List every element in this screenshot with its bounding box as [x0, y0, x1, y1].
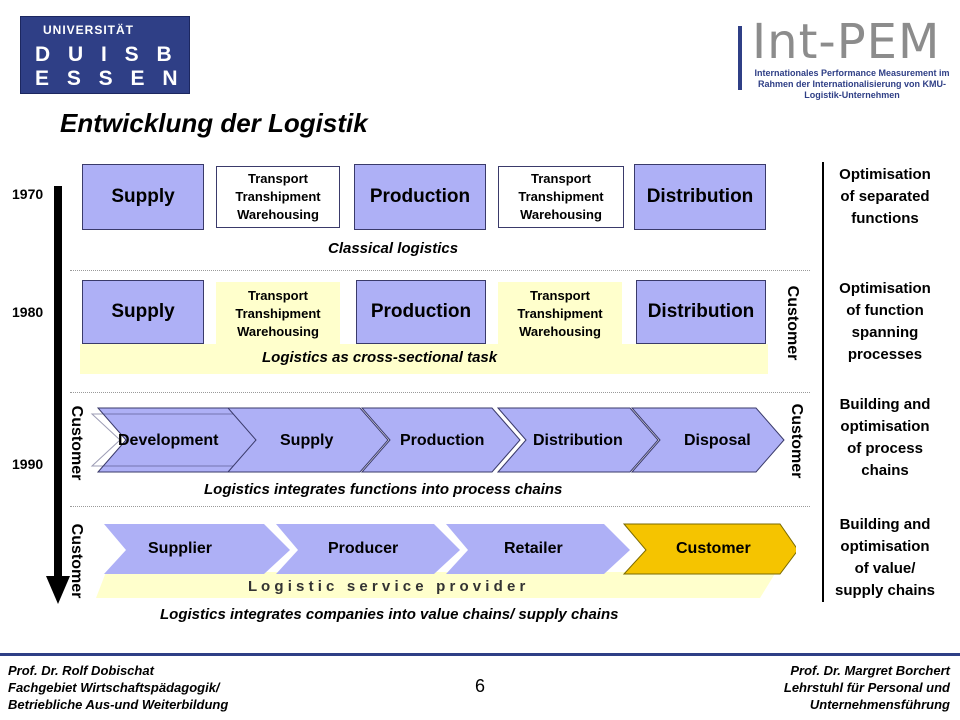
row1-caption: Classical logistics [328, 240, 459, 257]
row2-supply-box: Supply [82, 280, 204, 344]
row2-caption: Logistics as cross-sectional task [262, 349, 498, 366]
row2-t2-line1: Transport [530, 288, 590, 303]
chain-label-customer: Customer [676, 540, 751, 557]
row2-distribution-box: Distribution [636, 280, 766, 344]
footer-left-line3: Betriebliche Aus-und Weiterbildung [8, 697, 229, 712]
right-4-line3: of value/ [854, 560, 916, 577]
chevron-retailer [446, 524, 630, 574]
footer-right: Prof. Dr. Margret Borchert Lehrstuhl für… [784, 662, 950, 713]
right-4-line4: supply chains [834, 582, 936, 599]
chevron-supplier [104, 524, 290, 574]
row-divider-2 [70, 392, 810, 393]
row1-supply-box: Supply [82, 164, 204, 230]
footer-right-line1: Prof. Dr. Margret Borchert [790, 663, 950, 678]
year-1990: 1990 [12, 456, 44, 472]
row2-transport-box-2: Transport Transhipment Warehousing [498, 282, 622, 346]
row1-transport-box-1: Transport Transhipment Warehousing [216, 166, 340, 228]
row2-t1-line2: Transhipment [235, 306, 321, 321]
right-text-1: Optimisation of separated functions [818, 164, 952, 230]
chevron-customer [622, 523, 796, 575]
intpem-logo-subtitle: Internationales Performance Measurement … [754, 68, 950, 100]
right-2-line4: processes [847, 346, 923, 363]
chain-label-retailer: Retailer [504, 540, 563, 557]
right-4-line2: optimisation [840, 538, 930, 555]
university-logo-top: UNIVERSITÄT [43, 23, 135, 37]
footer-right-line3: Unternehmensführung [809, 697, 950, 712]
row-divider-3 [70, 506, 810, 507]
right-3-line1: Building and [839, 396, 931, 413]
right-1-line3: functions [851, 210, 919, 227]
row2-t2-line2: Transhipment [517, 306, 603, 321]
right-divider-line [822, 162, 824, 602]
row1-t2-line3: Warehousing [520, 207, 602, 222]
footer-right-line2: Lehrstuhl für Personal und [783, 680, 950, 695]
footer-left: Prof. Dr. Rolf Dobischat Fachgebiet Wirt… [8, 662, 228, 713]
row2-transport-box-1: Transport Transhipment Warehousing [216, 282, 340, 346]
row4-customer-left: Customer [68, 523, 85, 599]
right-3-line4: chains [861, 462, 909, 479]
row2-customer-right: Customer [784, 285, 801, 361]
footer-divider [0, 653, 960, 656]
right-1-line1: Optimisation [839, 166, 931, 183]
row3-process-chain [90, 407, 785, 473]
chevron-producer [276, 524, 460, 574]
row4-value-chain [96, 523, 796, 598]
row3-customer-left: Customer [68, 405, 85, 481]
row3-caption: Logistics integrates functions into proc… [204, 481, 563, 498]
footer-left-line1: Prof. Dr. Rolf Dobischat [8, 663, 154, 678]
chain-label-producer: Producer [328, 540, 399, 557]
chevron-supply [226, 407, 389, 473]
right-text-4: Building and optimisation of value/ supp… [818, 514, 952, 602]
chevron-distribution [496, 407, 659, 473]
row2-t2-line3: Warehousing [519, 324, 601, 339]
right-2-line3: spanning [851, 324, 919, 341]
chain-label-disposal: Disposal [684, 432, 751, 449]
footer-left-line2: Fachgebiet Wirtschaftspädagogik/ [8, 680, 220, 695]
right-3-line2: optimisation [840, 418, 930, 435]
row1-t2-line2: Transhipment [518, 189, 604, 204]
right-1-line2: of separated [840, 188, 930, 205]
chain-label-development: Development [118, 432, 219, 449]
row4-caption: Logistics integrates companies into valu… [160, 606, 619, 623]
chain-label-production: Production [400, 432, 485, 449]
row1-t1-line3: Warehousing [237, 207, 319, 222]
page-number: 6 [474, 676, 485, 696]
row3-customer-right: Customer [788, 403, 805, 479]
university-logo-essen: E S S E N [35, 67, 184, 90]
chevron-disposal [630, 407, 785, 473]
right-3-line3: of process [847, 440, 923, 457]
timeline-arrow [46, 186, 70, 604]
row1-distribution-box: Distribution [634, 164, 766, 230]
row2-production-box: Production [356, 280, 486, 344]
right-text-3: Building and optimisation of process cha… [818, 394, 952, 482]
row1-t1-line1: Transport [248, 171, 308, 186]
right-2-line2: of function [846, 302, 924, 319]
year-1970: 1970 [12, 186, 44, 202]
year-1980: 1980 [12, 304, 44, 320]
row-divider-1 [70, 270, 810, 271]
provider-band [96, 572, 776, 598]
chain-label-supply: Supply [280, 432, 334, 449]
right-text-2: Optimisation of function spanning proces… [818, 278, 952, 366]
row1-t1-line2: Transhipment [235, 189, 321, 204]
right-2-line1: Optimisation [839, 280, 931, 297]
row1-production-box: Production [354, 164, 486, 230]
row1-transport-box-2: Transport Transhipment Warehousing [498, 166, 624, 228]
row2-t1-line1: Transport [248, 288, 308, 303]
chevron-production [360, 407, 521, 473]
university-logo-duisburg: D U I S B U R G [35, 43, 278, 66]
row2-cross-sectional-bar [80, 344, 768, 374]
intpem-logo-bar [738, 26, 742, 90]
page-title: Entwicklung der Logistik [60, 108, 368, 138]
intpem-logo-title: Int-PEM [752, 14, 941, 70]
right-4-line1: Building and [839, 516, 931, 533]
chain-label-supplier: Supplier [148, 540, 213, 557]
chain-label-distribution: Distribution [533, 432, 623, 449]
university-logo: UNIVERSITÄT D U I S B U R G E S S E N [20, 16, 272, 94]
logistic-service-provider-label: L o g i s t i c s e r v i c e p r o v i … [248, 578, 526, 595]
row1-t2-line1: Transport [531, 171, 591, 186]
row2-t1-line3: Warehousing [237, 324, 319, 339]
